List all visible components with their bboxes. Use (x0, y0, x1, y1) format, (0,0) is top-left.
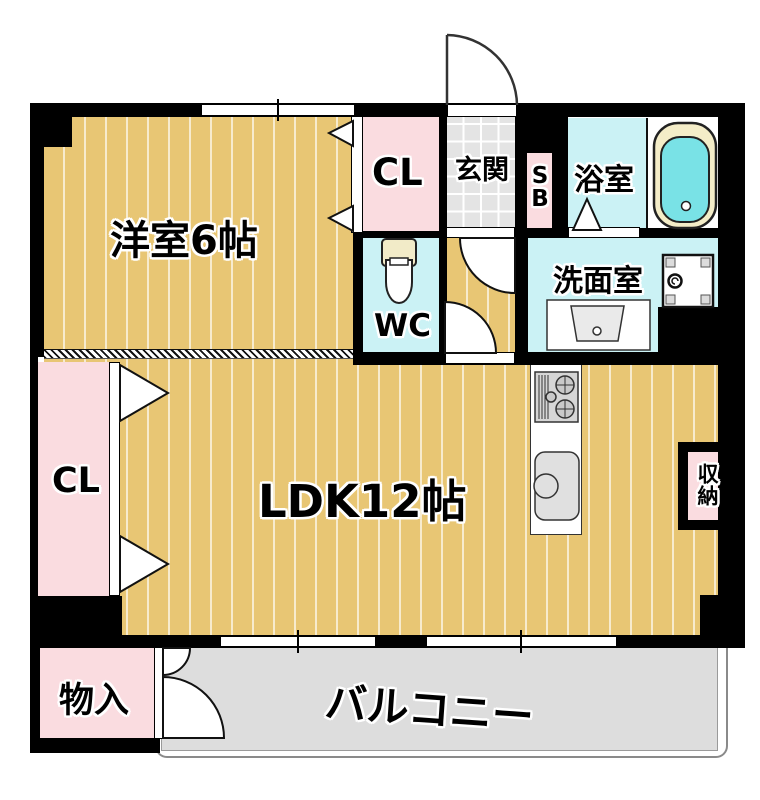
gas-stove (534, 371, 579, 423)
bathtub (652, 121, 718, 230)
hall-door-top-arc (458, 237, 516, 295)
wall-shoebox-left (515, 153, 527, 238)
label-storage-bottom: 物入 (59, 681, 130, 721)
room-bathroom (568, 118, 646, 228)
wall-closet-top-right (439, 117, 447, 365)
label-washroom: 洗面室 (553, 264, 643, 299)
label-storage-right: 収納 (695, 463, 719, 507)
label-western-room: 洋室6帖 (110, 218, 258, 264)
window-top-tick (277, 99, 279, 121)
kitchen-sink (533, 451, 580, 521)
balcony-door-big-arc (162, 675, 226, 739)
wall-entrance-right-top (515, 117, 568, 153)
label-toilet: WC (374, 308, 431, 344)
closet-top-fold-triangles (326, 119, 354, 233)
wall-storage-bottom-left (30, 635, 40, 753)
label-closet-left: CL (52, 461, 100, 501)
room-closet-left (38, 362, 110, 596)
washroom-sink (546, 299, 651, 351)
wall-under-bathroom (640, 228, 718, 238)
label-bathroom: 浴室 (574, 163, 634, 198)
partition-hatched-line (44, 349, 353, 359)
wall-closet-top-left-lower (353, 231, 363, 365)
room-storage-bottom (40, 647, 155, 738)
entrance-swing-door (445, 33, 519, 106)
wall-block-bottomleft (30, 596, 122, 636)
balcony-door-small-arc (162, 647, 192, 677)
hall-door-bottom-arc (444, 300, 498, 354)
room-entrance (447, 117, 515, 228)
wall-under-entrance (515, 228, 568, 238)
bathtub-divider-line (646, 118, 648, 228)
wall-hall-washroom (515, 238, 528, 352)
wall-under-closet-top (353, 231, 439, 238)
label-entrance: 玄関 (455, 155, 509, 186)
wall-washroom-chunk (658, 307, 718, 352)
room-closet-top (363, 117, 439, 231)
wall-chunk-bottomright (700, 595, 718, 648)
window-bottom-1-tick (297, 630, 299, 653)
door-opening-bathroom (568, 227, 640, 238)
washing-machine-pan (661, 253, 715, 309)
room-ldk (44, 357, 718, 635)
toilet (381, 238, 417, 304)
window-bottom-2-tick (520, 630, 522, 653)
wall-right (718, 103, 745, 648)
label-closet-top: CL (372, 151, 423, 194)
room-balcony (161, 647, 718, 751)
label-ldk: LDK12帖 (258, 475, 467, 528)
wall-storage-bottom-bottom (30, 738, 160, 753)
entrance-door-sill (447, 104, 517, 117)
bathroom-door-triangle (571, 196, 603, 231)
wall-left-upper (30, 103, 44, 357)
closet-left-door (109, 362, 120, 596)
room-storage-right (688, 452, 718, 520)
wall-shoebox-right (552, 153, 568, 228)
wall-mid-band-bottom (353, 352, 718, 365)
room-shoebox (527, 153, 552, 228)
closet-left-fold-triangles (119, 363, 170, 594)
wall-left-lower (30, 352, 38, 642)
label-shoebox: S B (531, 163, 549, 212)
room-western (44, 117, 353, 349)
